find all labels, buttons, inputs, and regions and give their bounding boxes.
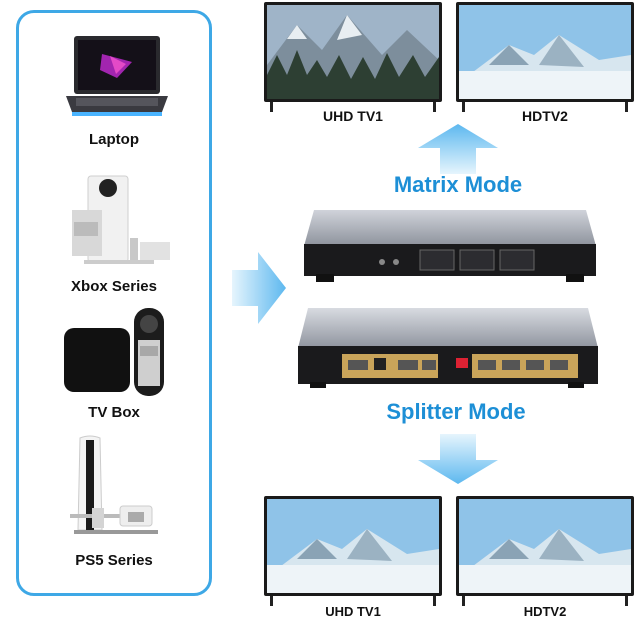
arrow-right-icon [232, 252, 286, 324]
tv-bottom-left [264, 496, 442, 606]
arrow-up-icon [418, 124, 498, 174]
display-label-bottom-right: HDTV2 [523, 604, 567, 619]
ps5-console-icon [66, 434, 176, 538]
display-label-bottom-left: UHD TV1 [325, 604, 381, 619]
tv-top-left [264, 2, 442, 112]
source-label-xbox: Xbox Series [71, 278, 157, 295]
splitter-mode-title: Splitter Mode [386, 399, 526, 424]
source-label-ps5: PS5 Series [75, 552, 153, 569]
source-label-laptop: Laptop [89, 131, 139, 148]
splitter-device [296, 306, 600, 390]
tv-bottom-right [456, 496, 634, 606]
source-label-tv-box: TV Box [88, 404, 140, 421]
matrix-switch-device [300, 206, 600, 284]
tv-top-right [456, 2, 634, 112]
tv-box-icon [60, 306, 180, 398]
arrow-down-icon [418, 434, 498, 484]
display-label-top-left: UHD TV1 [323, 108, 383, 124]
matrix-mode-title: Matrix Mode [393, 172, 523, 197]
xbox-console-icon [64, 172, 174, 268]
laptop-icon [62, 34, 172, 120]
display-label-top-right: HDTV2 [522, 108, 568, 124]
